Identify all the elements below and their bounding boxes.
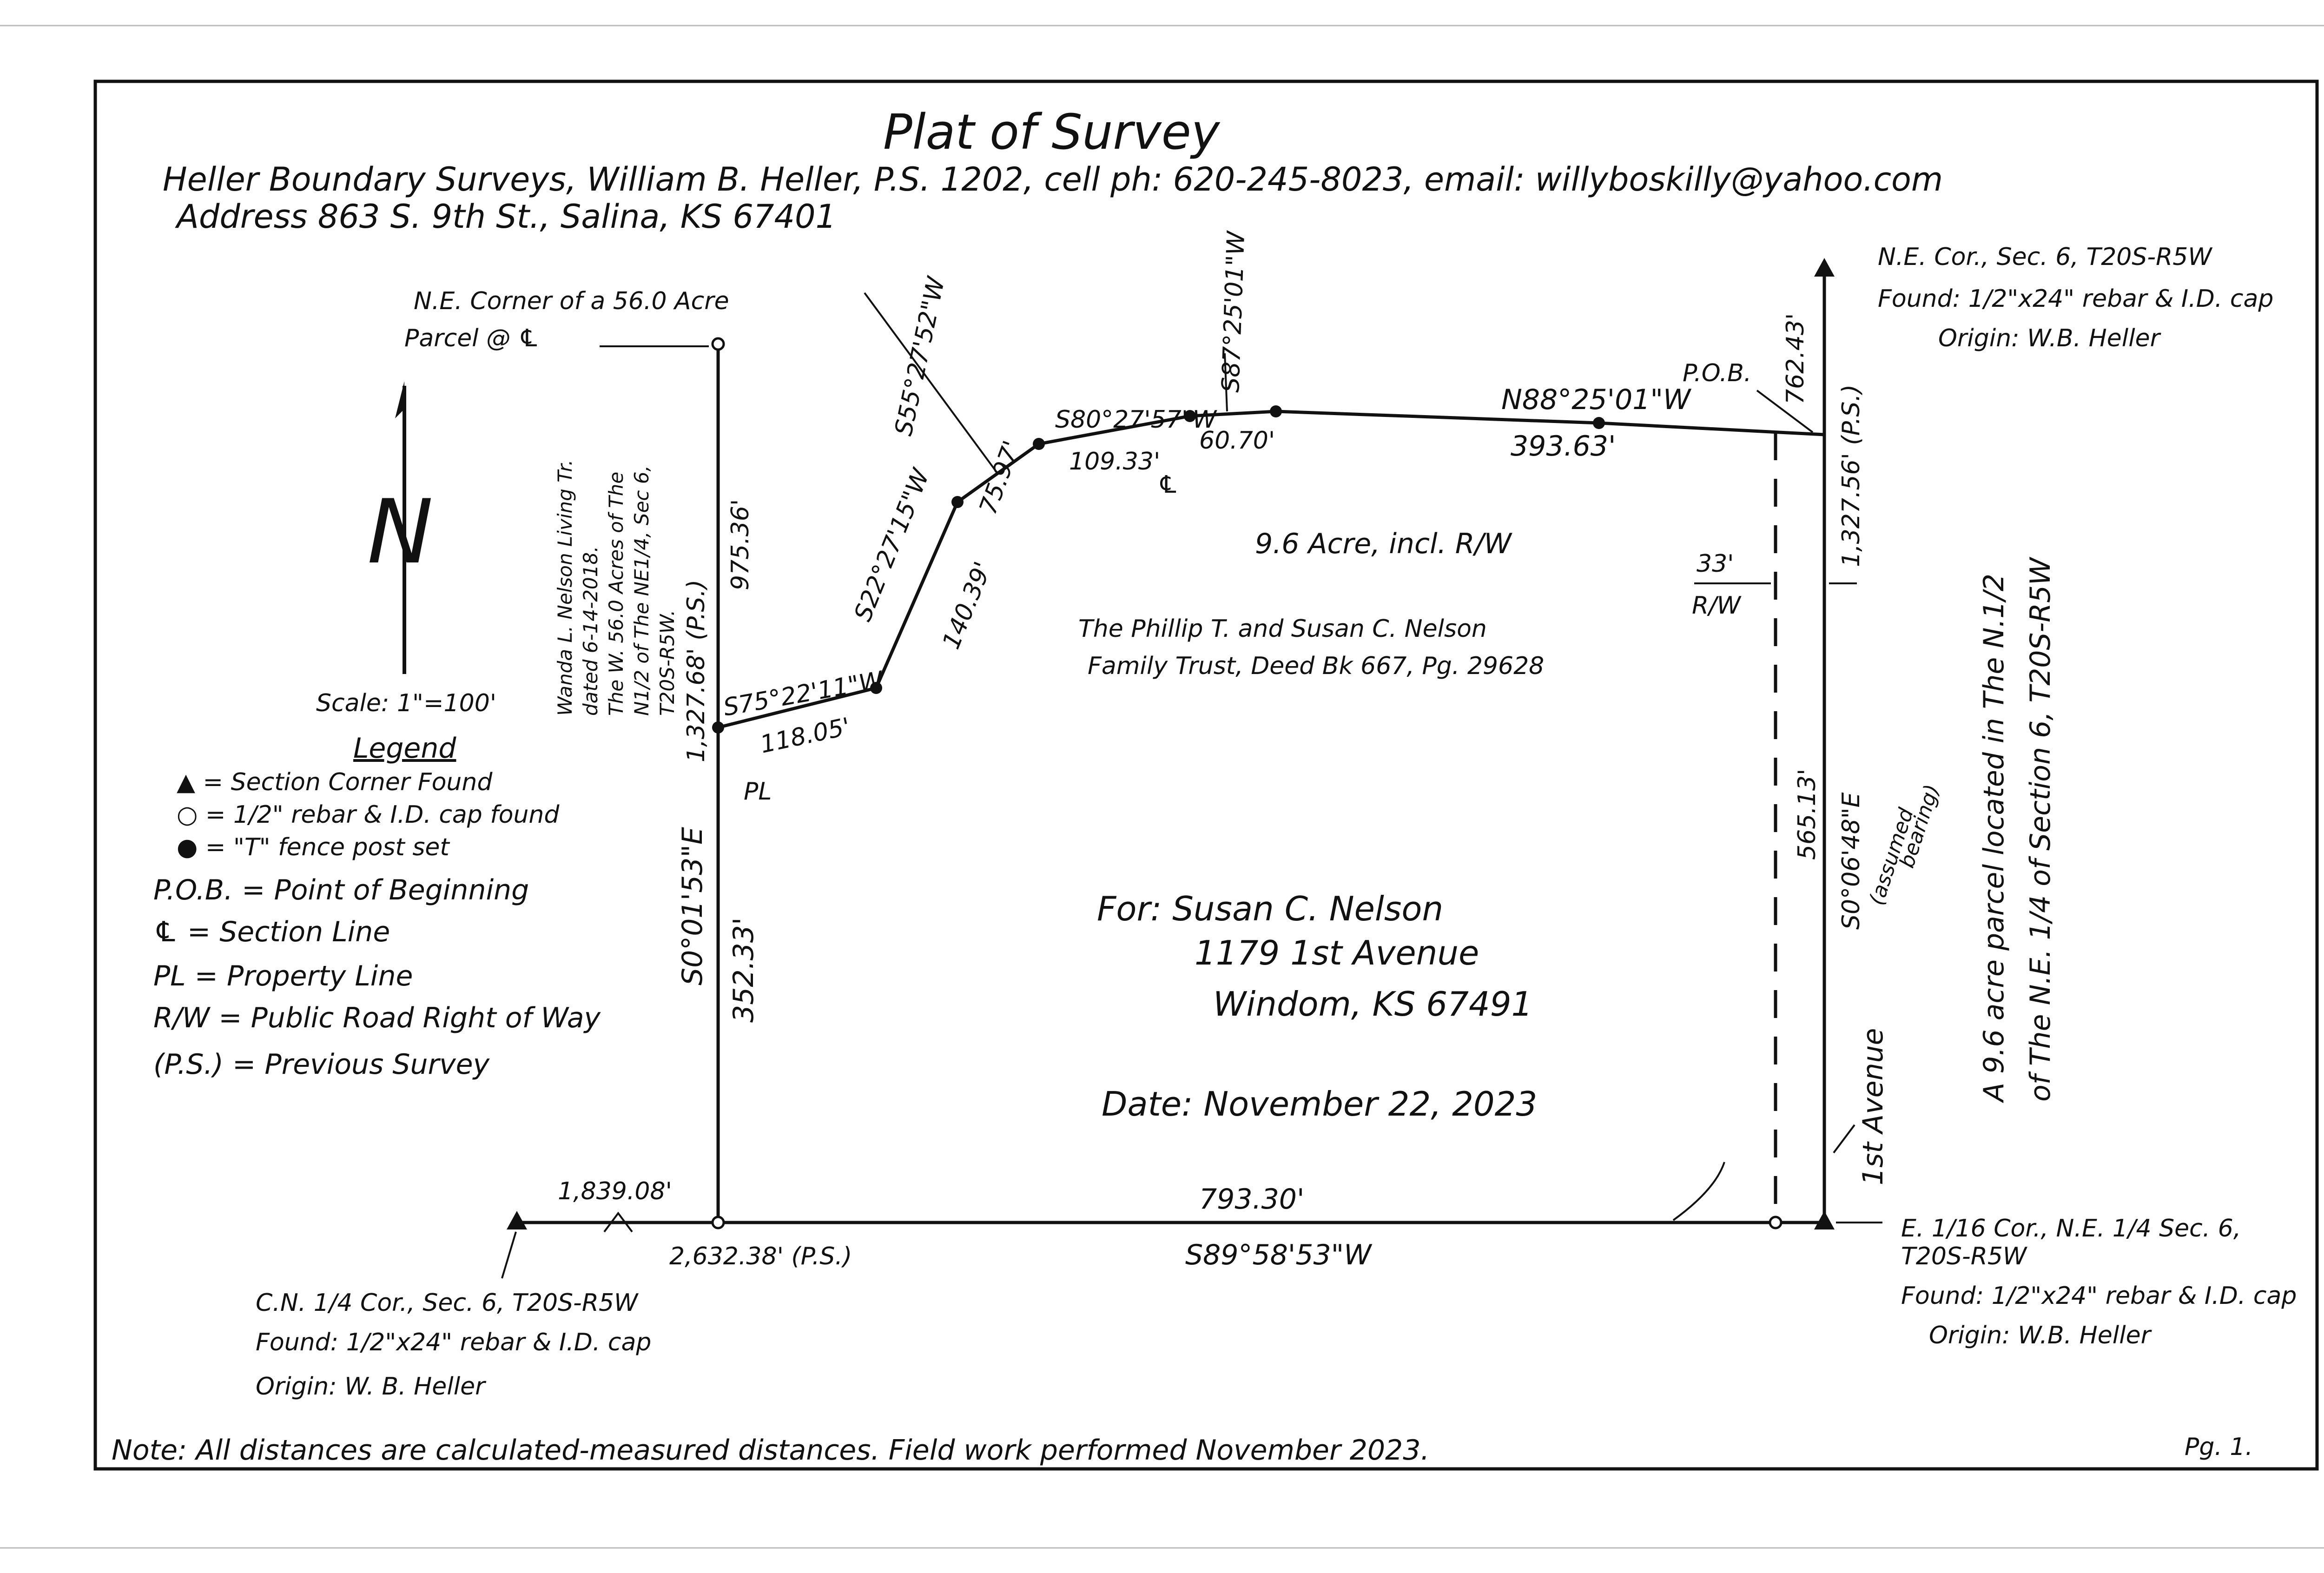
legend-item: R/W = Public Road Right of Way xyxy=(153,1002,601,1034)
leader-line xyxy=(1672,1162,1725,1221)
break-mark xyxy=(603,1211,633,1233)
e16-corner-3: Found: 1/2"x24" rebar & I.D. cap xyxy=(1901,1282,2297,1310)
rebar-marker xyxy=(1769,1216,1783,1229)
call-5-bearing: S75°22'11"W xyxy=(721,666,886,722)
call-3-distance: 75.97' xyxy=(974,437,1026,518)
west-owner-3: The W. 56.0 Acres of The xyxy=(605,472,627,716)
rebar-marker xyxy=(711,337,725,351)
legend-item: ℄ = Section Line xyxy=(153,916,390,948)
parcel-owner-2: Family Trust, Deed Bk 667, Pg. 29628 xyxy=(1088,652,1544,680)
client-street: 1179 1st Avenue xyxy=(1195,933,1479,972)
west-total-distance: 1,327.68' (P.S.) xyxy=(682,580,710,762)
e16-corner-2: T20S-R5W xyxy=(1901,1243,2028,1270)
west-owner-5: T20S-R5W. xyxy=(656,610,679,716)
leader-line xyxy=(1833,1124,1855,1154)
field-note: Note: All distances are calculated-measu… xyxy=(112,1434,1429,1467)
leader-line xyxy=(864,292,996,470)
border xyxy=(93,79,2319,1471)
fence-post-marker xyxy=(1270,405,1282,417)
east-top-distance: 762.43' xyxy=(1782,313,1809,404)
north-distance: 393.63' xyxy=(1511,430,1616,463)
fence-post-marker xyxy=(712,721,724,734)
legend-scale: Scale: 1"=100' xyxy=(316,689,496,717)
legend-item: (P.S.) = Previous Survey xyxy=(153,1048,490,1081)
section-corner-marker xyxy=(507,1211,527,1229)
ne-corner-3: Origin: W.B. Heller xyxy=(1938,324,2162,352)
legend-item: ● = "T" fence post set xyxy=(177,833,450,861)
plat-title: Plat of Survey xyxy=(883,104,1221,160)
north-bearing: N88°25'01"W xyxy=(1501,383,1692,416)
north-arrow-label: N xyxy=(367,481,433,583)
surveyor-line: Heller Boundary Surveys, William B. Hell… xyxy=(163,160,1943,198)
cn-corner-3: Origin: W. B. Heller xyxy=(256,1373,487,1401)
section-corner-marker xyxy=(1814,258,1835,277)
legend-item: ○ = 1/2" rebar & I.D. cap found xyxy=(177,801,560,829)
west-owner-4: N1/2 of The NE1/4, Sec 6, xyxy=(630,465,653,716)
property-line-mark: PL xyxy=(744,778,772,806)
row-label: R/W xyxy=(1692,592,1742,620)
cn-corner-1: C.N. 1/4 Cor., Sec. 6, T20S-R5W xyxy=(256,1289,639,1317)
east-total: 1,327.56' (P.S.) xyxy=(1837,384,1865,567)
west-bearing: S0°01'53"E xyxy=(676,827,709,985)
e16-corner-1: E. 1/16 Cor., N.E. 1/4 Sec. 6, xyxy=(1901,1215,2241,1243)
south-bearing: S89°58'53"W xyxy=(1185,1239,1373,1271)
fence-post-marker xyxy=(1033,438,1045,450)
call-1-bearing: S87°25'01"W xyxy=(1217,230,1250,393)
e16-corner-4: Origin: W.B. Heller xyxy=(1929,1322,2152,1349)
west-owner-1: Wanda L. Nelson Living Tr. xyxy=(554,460,576,716)
fence-post-marker xyxy=(951,496,964,508)
ne-corner-1: N.E. Cor., Sec. 6, T20S-R5W xyxy=(1878,243,2213,271)
call-4-bearing: S22°27'15"W xyxy=(849,464,936,625)
ne-corner-2: Found: 1/2"x24" rebar & I.D. cap xyxy=(1878,285,2273,313)
client-for: For: Susan C. Nelson xyxy=(1097,889,1443,928)
west-corner-2: Parcel @ ℄ xyxy=(404,324,540,352)
to-cn-distance: 1,839.08' xyxy=(558,1177,672,1205)
west-upper-distance: 975.36' xyxy=(726,499,754,590)
east-distance: 565.13' xyxy=(1793,769,1821,860)
west-corner-1: N.E. Corner of a 56.0 Acre xyxy=(414,287,729,315)
section-corner-marker xyxy=(1814,1211,1835,1229)
fence-post-marker xyxy=(1593,417,1605,429)
leader-line xyxy=(1224,353,1228,412)
page-number: Pg. 1. xyxy=(2185,1433,2253,1461)
cn-corner-2: Found: 1/2"x24" rebar & I.D. cap xyxy=(256,1328,651,1356)
north-fence-line xyxy=(718,410,1825,729)
fence-post-marker xyxy=(870,682,882,694)
call-2-bearing: S80°27'57"W xyxy=(1055,406,1218,434)
north-arrow-head xyxy=(395,381,404,418)
leader-line xyxy=(501,1231,517,1279)
call-4-distance: 140.39' xyxy=(937,558,997,653)
east-bearing: S0°06'48"E xyxy=(1837,792,1865,930)
rebar-marker xyxy=(711,1216,725,1229)
legend-item: ▲ = Section Corner Found xyxy=(177,768,493,796)
parcel-description-1: A 9.6 acre parcel located in The N.1/2 xyxy=(1978,574,2010,1104)
survey-date: Date: November 22, 2023 xyxy=(1102,1084,1537,1124)
call-3-bearing: S55°27'52"W xyxy=(890,273,951,438)
south-distance: 793.30' xyxy=(1199,1183,1304,1216)
pob-label: P.O.B. xyxy=(1683,359,1751,387)
call-1-distance: 60.70' xyxy=(1199,427,1275,455)
west-owner-2: dated 6-14-2018. xyxy=(579,546,602,716)
client-city: Windom, KS 67491 xyxy=(1213,985,1532,1024)
call-2-distance: 109.33' xyxy=(1069,448,1160,476)
parcel-description-2: of The N.E. 1/4 of Section 6, T20S-R5W xyxy=(2024,556,2057,1102)
parcel-area: 9.6 Acre, incl. R/W xyxy=(1255,528,1513,560)
row-width: 33' xyxy=(1697,550,1734,578)
section-total: 2,632.38' (P.S.) xyxy=(669,1243,852,1270)
west-distance: 352.33' xyxy=(727,918,760,1023)
road-name: 1st Avenue xyxy=(1857,1028,1889,1185)
call-5-distance: 118.05' xyxy=(758,713,852,759)
fence-post-marker xyxy=(1184,410,1196,422)
address-line: Address 863 S. 9th St., Salina, KS 67401 xyxy=(175,198,836,236)
legend-heading: Legend xyxy=(353,732,456,765)
parcel-owner-1: The Phillip T. and Susan C. Nelson xyxy=(1078,615,1487,643)
legend-item: PL = Property Line xyxy=(153,960,413,992)
section-line-mark: ℄ xyxy=(1157,471,1179,499)
legend-item: P.O.B. = Point of Beginning xyxy=(153,874,529,906)
leader-line xyxy=(1756,390,1814,433)
